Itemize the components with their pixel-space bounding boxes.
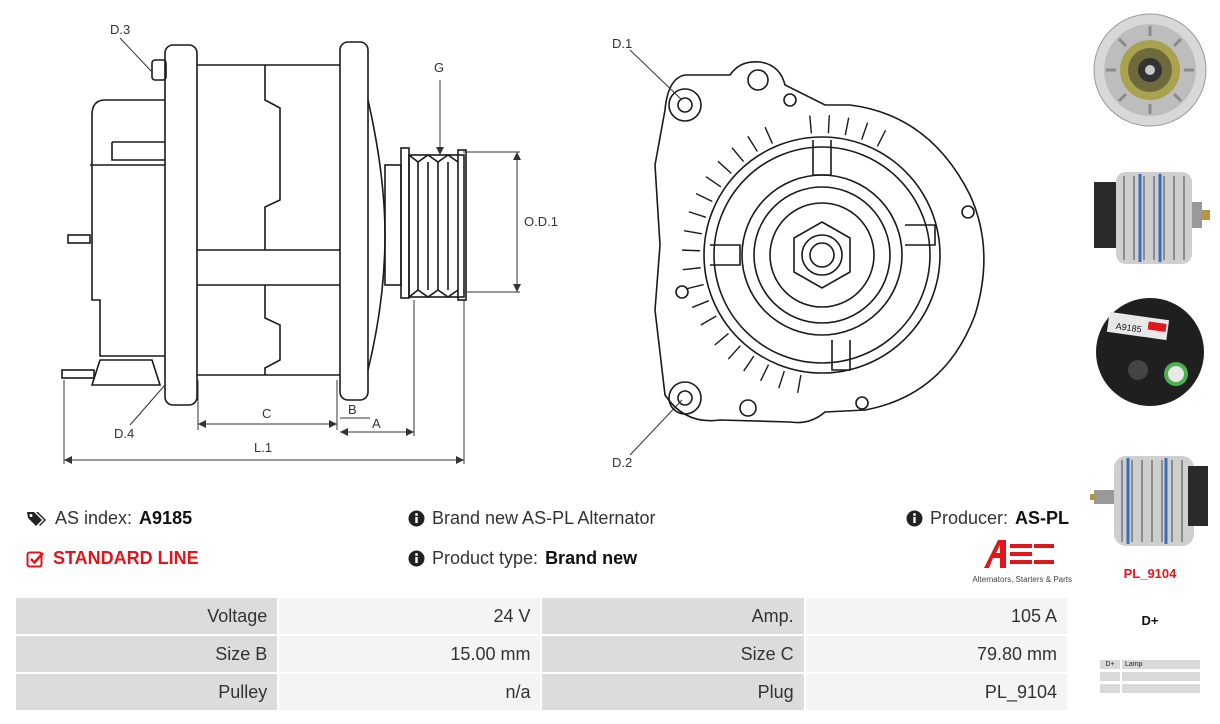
plug-code-label[interactable]: PL_9104: [1123, 566, 1177, 581]
label-c: C: [262, 406, 271, 421]
photo-stamp: A9185: [1115, 321, 1142, 335]
plug-pin: D+: [1100, 660, 1120, 669]
label-d3: D.3: [110, 22, 130, 37]
cooling-slot: [695, 192, 713, 203]
info-icon: [906, 510, 923, 527]
producer-row: Producer: AS-PL: [906, 508, 1069, 529]
spec-key: Amp.: [542, 598, 804, 634]
cooling-slot: [685, 283, 704, 290]
info-icon: [408, 550, 425, 567]
plug-pin-desc: Lamp: [1122, 660, 1200, 669]
product-photo-side[interactable]: [1088, 152, 1212, 278]
spec-value: 105 A: [805, 598, 1067, 634]
spec-value: 15.00 mm: [279, 636, 541, 672]
cooling-slot: [700, 315, 717, 326]
plug-pin: [1100, 684, 1120, 693]
cooling-slot: [727, 345, 741, 360]
cooling-slot: [827, 115, 831, 134]
cooling-slot: [844, 117, 850, 136]
cooling-slot: [684, 229, 702, 235]
cooling-slot: [743, 355, 755, 372]
table-row: Pulley n/a Plug PL_9104: [16, 674, 1067, 710]
cooling-slot: [717, 160, 732, 174]
spec-key: Voltage: [16, 598, 278, 634]
spec-key: Plug: [542, 674, 804, 710]
cooling-slot: [682, 249, 701, 252]
front-view-drawing: D.1 D.2: [612, 36, 985, 470]
cooling-slot: [876, 129, 887, 147]
spec-table: Voltage 24 V Amp. 105 A Size B 15.00 mm …: [14, 596, 1069, 712]
plug-pin: [1100, 672, 1120, 681]
table-row: Voltage 24 V Amp. 105 A: [16, 598, 1067, 634]
label-d4: D.4: [114, 426, 134, 441]
table-row: Size B 15.00 mm Size C 79.80 mm: [16, 636, 1067, 672]
cooling-slot: [731, 147, 745, 162]
plug-title: D+: [1141, 613, 1159, 628]
spec-value: 79.80 mm: [805, 636, 1067, 672]
cooling-slot: [705, 176, 722, 188]
logo-tagline: Alternators, Starters & Parts: [972, 575, 1072, 584]
label-b: B: [348, 402, 357, 417]
cooling-slot: [809, 115, 813, 134]
spec-key: Size B: [16, 636, 278, 672]
description-row: Brand new AS-PL Alternator: [408, 508, 655, 529]
product-photo-angled[interactable]: [1088, 436, 1212, 562]
product-photo-front[interactable]: [1088, 4, 1212, 130]
cooling-slot: [691, 300, 710, 309]
cooling-slot: [796, 375, 802, 393]
as-logo-mark: [984, 540, 1054, 568]
label-d2: D.2: [612, 455, 632, 470]
asp-logo: Alternators, Starters & Parts: [962, 538, 1072, 584]
cooling-slot: [688, 211, 707, 218]
as-index-row: AS index: A9185: [26, 508, 192, 529]
spec-key: Size C: [542, 636, 804, 672]
label-l1: L.1: [254, 440, 272, 455]
cooling-slot: [778, 370, 785, 389]
plug-pin-row: [1100, 684, 1200, 693]
label-g: G: [434, 60, 444, 75]
description-text: Brand new AS-PL Alternator: [432, 508, 656, 528]
producer-value: AS-PL: [1015, 508, 1070, 528]
product-type-label: Product type:: [432, 548, 539, 568]
label-d1: D.1: [612, 36, 632, 51]
plug-pin-desc: [1122, 672, 1200, 681]
spec-value: n/a: [279, 674, 541, 710]
as-index-label: AS index:: [55, 508, 133, 528]
spec-key: Pulley: [16, 674, 278, 710]
spec-value: PL_9104: [805, 674, 1067, 710]
cooling-slot: [714, 332, 729, 346]
line-label: STANDARD LINE: [53, 548, 199, 568]
side-view-drawing: D.3 D.4 G O.D.1 C B A L.1: [61, 22, 558, 464]
product-type-row: Product type: Brand new: [408, 548, 637, 569]
cooling-slot: [682, 267, 701, 271]
cooling-slot: [747, 135, 758, 152]
product-type-value: Brand new: [545, 548, 638, 568]
plug-pin-desc: [1122, 684, 1200, 693]
cooling-slot: [861, 122, 869, 140]
tag-icon: [27, 511, 46, 526]
info-icon: [408, 510, 425, 527]
cooling-slot: [759, 364, 770, 382]
label-a: A: [372, 416, 381, 431]
check-square-icon: [26, 551, 44, 567]
line-row: STANDARD LINE: [26, 548, 199, 569]
plug-pin-table: D+ Lamp: [1100, 660, 1200, 696]
plug-pin-row: D+ Lamp: [1100, 660, 1200, 669]
label-od1: O.D.1: [524, 214, 558, 229]
cooling-slot: [764, 126, 774, 144]
spec-value: 24 V: [279, 598, 541, 634]
as-index-value: A9185: [139, 508, 193, 528]
plug-pin-row: [1100, 672, 1200, 681]
producer-label: Producer:: [930, 508, 1009, 528]
product-photo-rear[interactable]: A9185: [1088, 288, 1212, 414]
